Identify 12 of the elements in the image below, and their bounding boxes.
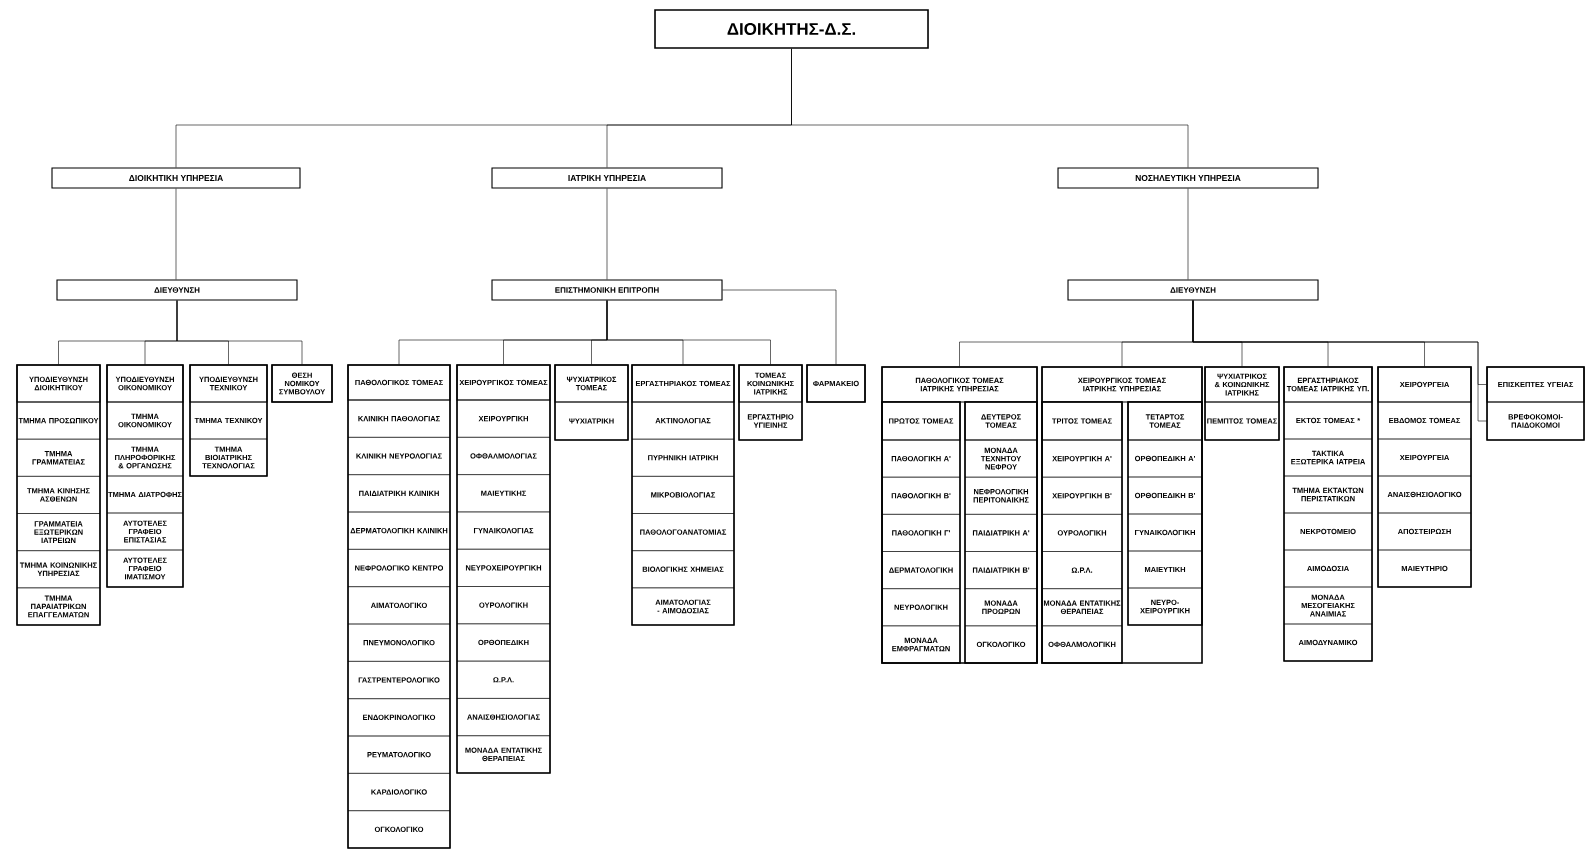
department-box: ΝΟΣΗΛΕΥΤΙΚΗ ΥΠΗΡΕΣΙΑ <box>1057 167 1319 189</box>
connector-line <box>722 289 837 365</box>
department-box: ΔΙΟΙΚΗΤΙΚΗ ΥΠΗΡΕΣΙΑ <box>51 167 301 189</box>
connector-line <box>791 48 1189 168</box>
connector-line <box>606 188 608 280</box>
connector-line <box>175 188 177 280</box>
connector-line <box>606 300 771 365</box>
department-box: ΙΑΤΡΙΚΗ ΥΠΗΡΕΣΙΑ <box>491 167 723 189</box>
connector-line <box>1192 300 1488 422</box>
org-box: ΔΙΟΙΚΗΤΗΣ-Δ.Σ. <box>654 9 929 49</box>
connector-line <box>176 300 303 365</box>
connector-line <box>1187 188 1189 280</box>
